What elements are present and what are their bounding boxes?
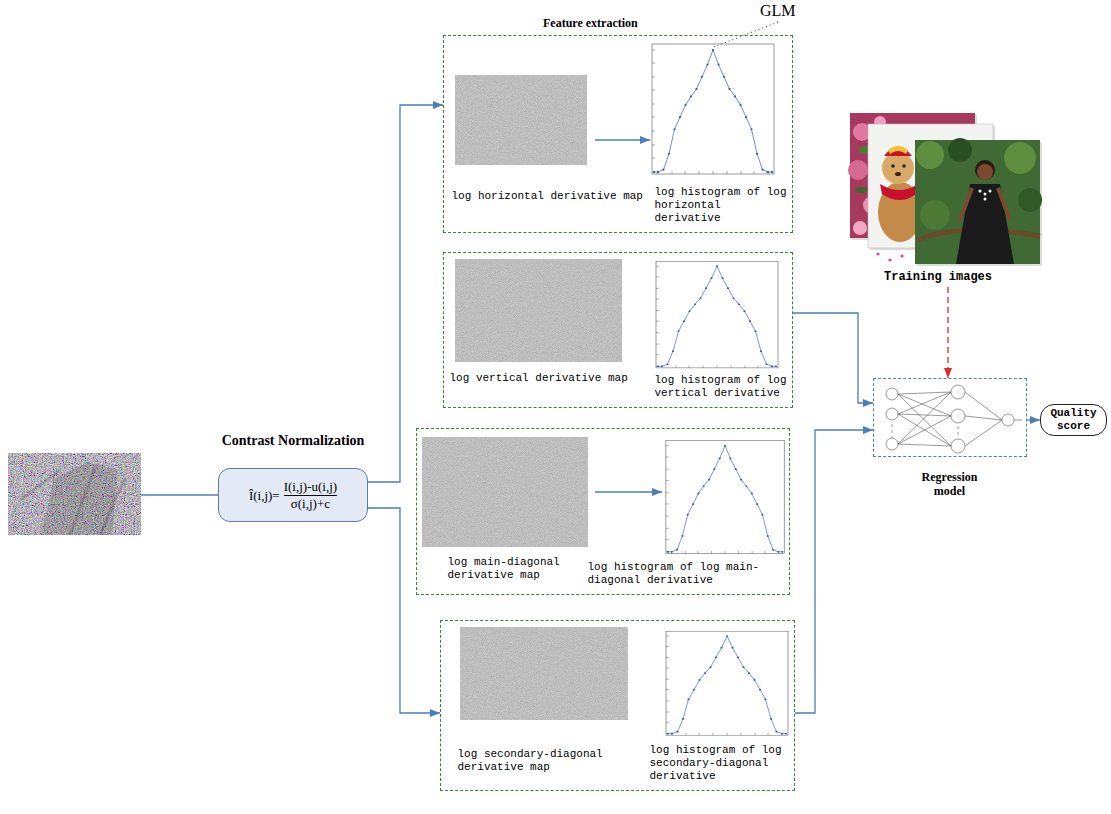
ellipsis-dot [876, 252, 879, 255]
box-label: Quality score [1045, 407, 1102, 433]
connector-arrow [947, 287, 948, 378]
ellipsis-dot [888, 258, 891, 261]
connector-arrow [793, 313, 873, 403]
image-caption: Training images [884, 270, 1024, 284]
derivative-map [455, 259, 622, 362]
ellipsis-dot [900, 254, 903, 257]
histogram-plot [666, 631, 788, 735]
training-photos [848, 113, 1042, 266]
model-box: Regression model [873, 378, 1027, 457]
map-caption: log vertical derivative map [450, 372, 640, 385]
feature-panel: log main-diagonal derivative maplog hist… [416, 428, 790, 595]
box-heading: Contrast Normalization [222, 433, 365, 449]
formula-term: σ(i,j)+c [284, 496, 337, 511]
fraction-bar [284, 495, 337, 496]
neural-network [886, 385, 1022, 453]
image-shape [20, 468, 125, 535]
map-caption: log histogram of log main-diagonal deriv… [588, 561, 773, 587]
map-caption: log main-diagonal derivative map [448, 556, 583, 582]
histogram-plot [656, 261, 778, 368]
connector-arrow [368, 508, 440, 713]
histogram-plot [652, 44, 774, 174]
process-box: Contrast NormalizationÎ(i,j)=I(i,j)-u(i,… [218, 468, 368, 522]
feature-panel: log horizontal derivative maplog histogr… [443, 35, 793, 233]
connector-arrow [795, 430, 873, 713]
map-caption: log secondary-diagonal derivative map [458, 748, 633, 774]
feature-panel: log secondary-diagonal derivative map log… [440, 620, 795, 791]
map-caption: log horizontal derivative map [452, 190, 652, 203]
map-caption: log histogram of log secondary-diagonal … [650, 744, 790, 783]
box-heading: Regression model [908, 470, 992, 498]
input-image [8, 453, 141, 535]
connector-arrow [1027, 419, 1040, 420]
flow-arrow [595, 139, 650, 140]
map-caption: log histogram of log vertical derivative [655, 374, 790, 400]
feature-panel: log vertical derivative map log histogram… [443, 252, 793, 408]
input-line [141, 494, 218, 495]
annotation-label: GLM [760, 2, 796, 20]
terminal-box: Quality score [1040, 404, 1107, 436]
noise-image [8, 453, 141, 535]
map-caption: log histogram of log horizontal derivati… [655, 186, 790, 225]
derivative-map [422, 437, 588, 547]
derivative-map [455, 75, 587, 165]
histogram-plot [666, 440, 784, 553]
flow-arrow [595, 491, 662, 492]
derivative-map [460, 627, 628, 720]
connector-arrow [368, 105, 443, 482]
formula-term: Î(i,j)= [249, 488, 280, 503]
section-heading: Feature extraction [543, 16, 638, 30]
image-stack: Training images [850, 113, 1040, 287]
formula-term: I(i,j)-u(i,j) [284, 479, 337, 494]
woman-figure [956, 160, 1014, 264]
